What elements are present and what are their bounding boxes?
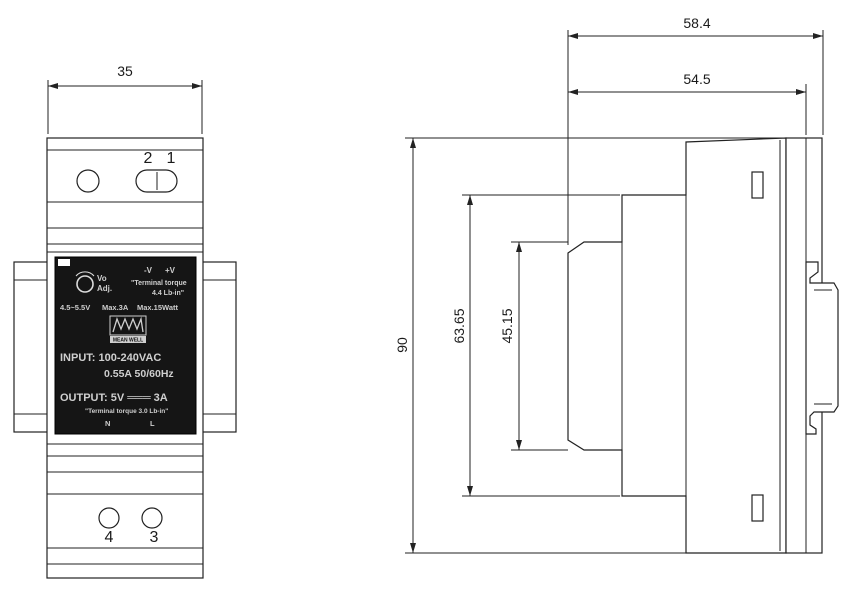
dim-height-inner-label: 45.15 [499,308,515,343]
side-slot-top [751,171,764,199]
dim-height-mid-label: 63.65 [451,308,467,343]
label-torque-bottom: "Terminal torque 3.0 Lb-in" [85,408,168,415]
dim-front-width-label: 35 [117,63,133,79]
label-vo: Vo [97,274,107,283]
dim-side-body-label: 54.5 [683,71,710,87]
product-label: Vo Adj. -V +V "Terminal torque 4.4 Lb-in… [54,256,197,435]
dim-height-overall-label: 90 [394,337,410,353]
dim-side-overall-label: 58.4 [683,15,710,31]
label-n: N [105,419,110,428]
side-view: 58.4 54.5 90 63.65 [394,15,839,554]
terminal-3-label: 3 [150,529,159,546]
label-torque-top-1: "Terminal torque [131,280,187,287]
dimension-front-width: 35 [47,63,203,134]
label-input-line: INPUT: 100-240VAC [60,352,161,364]
label-output-line: OUTPUT: 5V ═══ 3A [60,392,168,404]
side-body-outline [567,137,787,554]
dimension-height-inner: 45.15 [499,241,568,451]
bottom-left-hole [98,507,120,529]
brand-text: MEAN WELL [113,338,143,344]
adjust-knob-icon [76,275,94,293]
label-torque-top-2: 4.4 Lb-in" [152,290,184,297]
label-l: L [150,419,155,428]
label-max-current: Max.3A [102,303,129,312]
label-input-spec: 0.55A 50/60Hz [104,368,174,380]
front-view: 35 2 1 4 3 [13,63,237,579]
side-slot-bottom [751,494,764,522]
bottom-right-hole [141,507,163,529]
label-max-power: Max.15Watt [137,303,178,312]
din-clip [805,261,839,435]
mean-well-logo-icon: MEAN WELL [109,315,147,344]
label-plus-v: +V [165,266,176,275]
label-adj: Adj. [97,284,112,293]
label-range: 4.5~5.5V [60,303,90,312]
terminal-4-label: 4 [105,529,114,546]
top-left-hole [76,169,100,193]
terminal-1-label: 1 [167,150,176,167]
dimension-side-body: 54.5 [568,71,807,135]
label-minus-v: -V [144,266,153,275]
dimension-height-mid: 63.65 [451,194,620,497]
terminal-2-label: 2 [144,150,153,167]
